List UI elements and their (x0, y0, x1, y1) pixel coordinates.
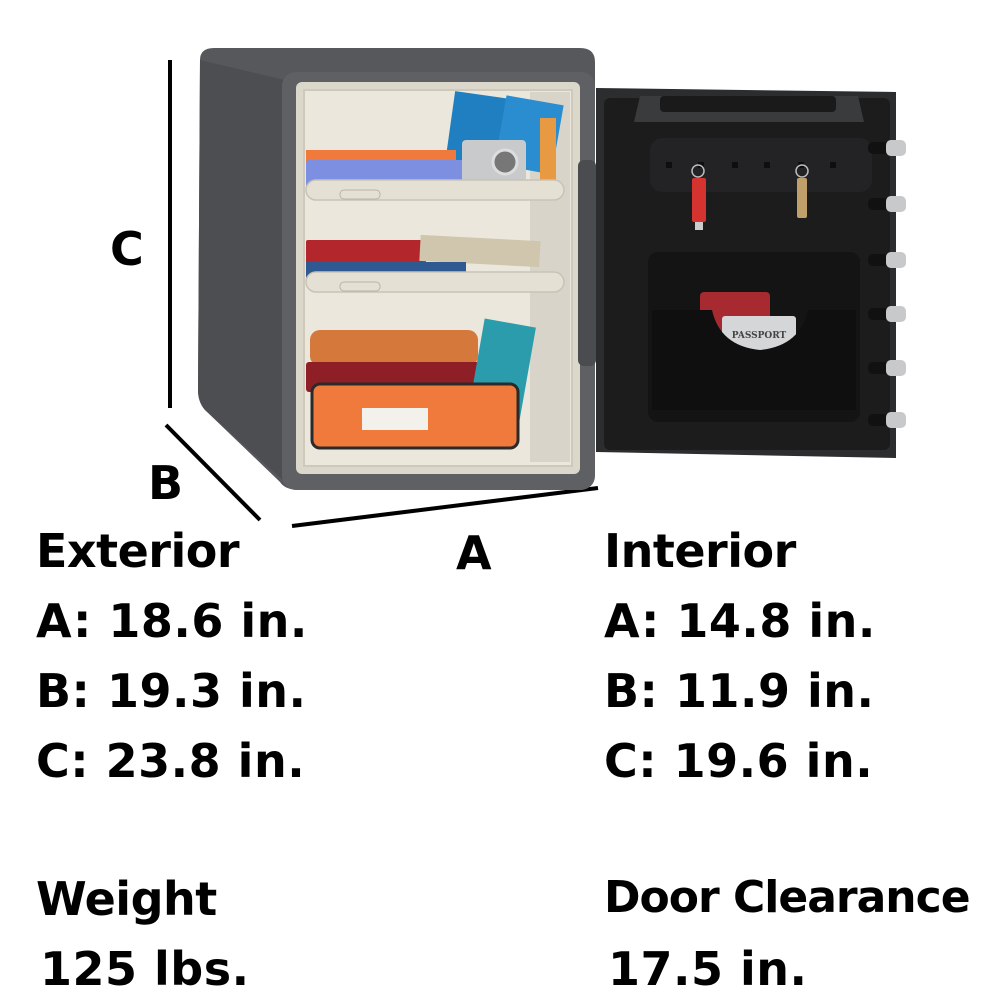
weight-value: 125 lbs. (40, 942, 250, 996)
dimension-line-a (291, 486, 599, 528)
dimension-line-b (164, 423, 262, 522)
interior-a: A: 14.8 in. (604, 594, 876, 648)
exterior-heading: Exterior (36, 524, 240, 578)
interior-b: B: 11.9 in. (604, 664, 875, 718)
dimension-label-b: B (148, 456, 184, 510)
exterior-a: A: 18.6 in. (36, 594, 308, 648)
dimension-label-a: A (456, 526, 492, 580)
door-clearance-value: 17.5 in. (608, 942, 808, 996)
door-clearance-heading: Door Clearance (604, 872, 971, 923)
dimension-label-c: C (110, 222, 144, 276)
safe-graphic: PASSPORT (164, 48, 906, 528)
passport-label: PASSPORT (732, 331, 787, 341)
safe-illustration: PASSPORT C B A (110, 48, 906, 576)
weight-heading: Weight (36, 872, 217, 926)
exterior-b: B: 19.3 in. (36, 664, 307, 718)
exterior-c: C: 23.8 in. (36, 734, 306, 788)
interior-heading: Interior (604, 524, 796, 578)
interior-c: C: 19.6 in. (604, 734, 874, 788)
